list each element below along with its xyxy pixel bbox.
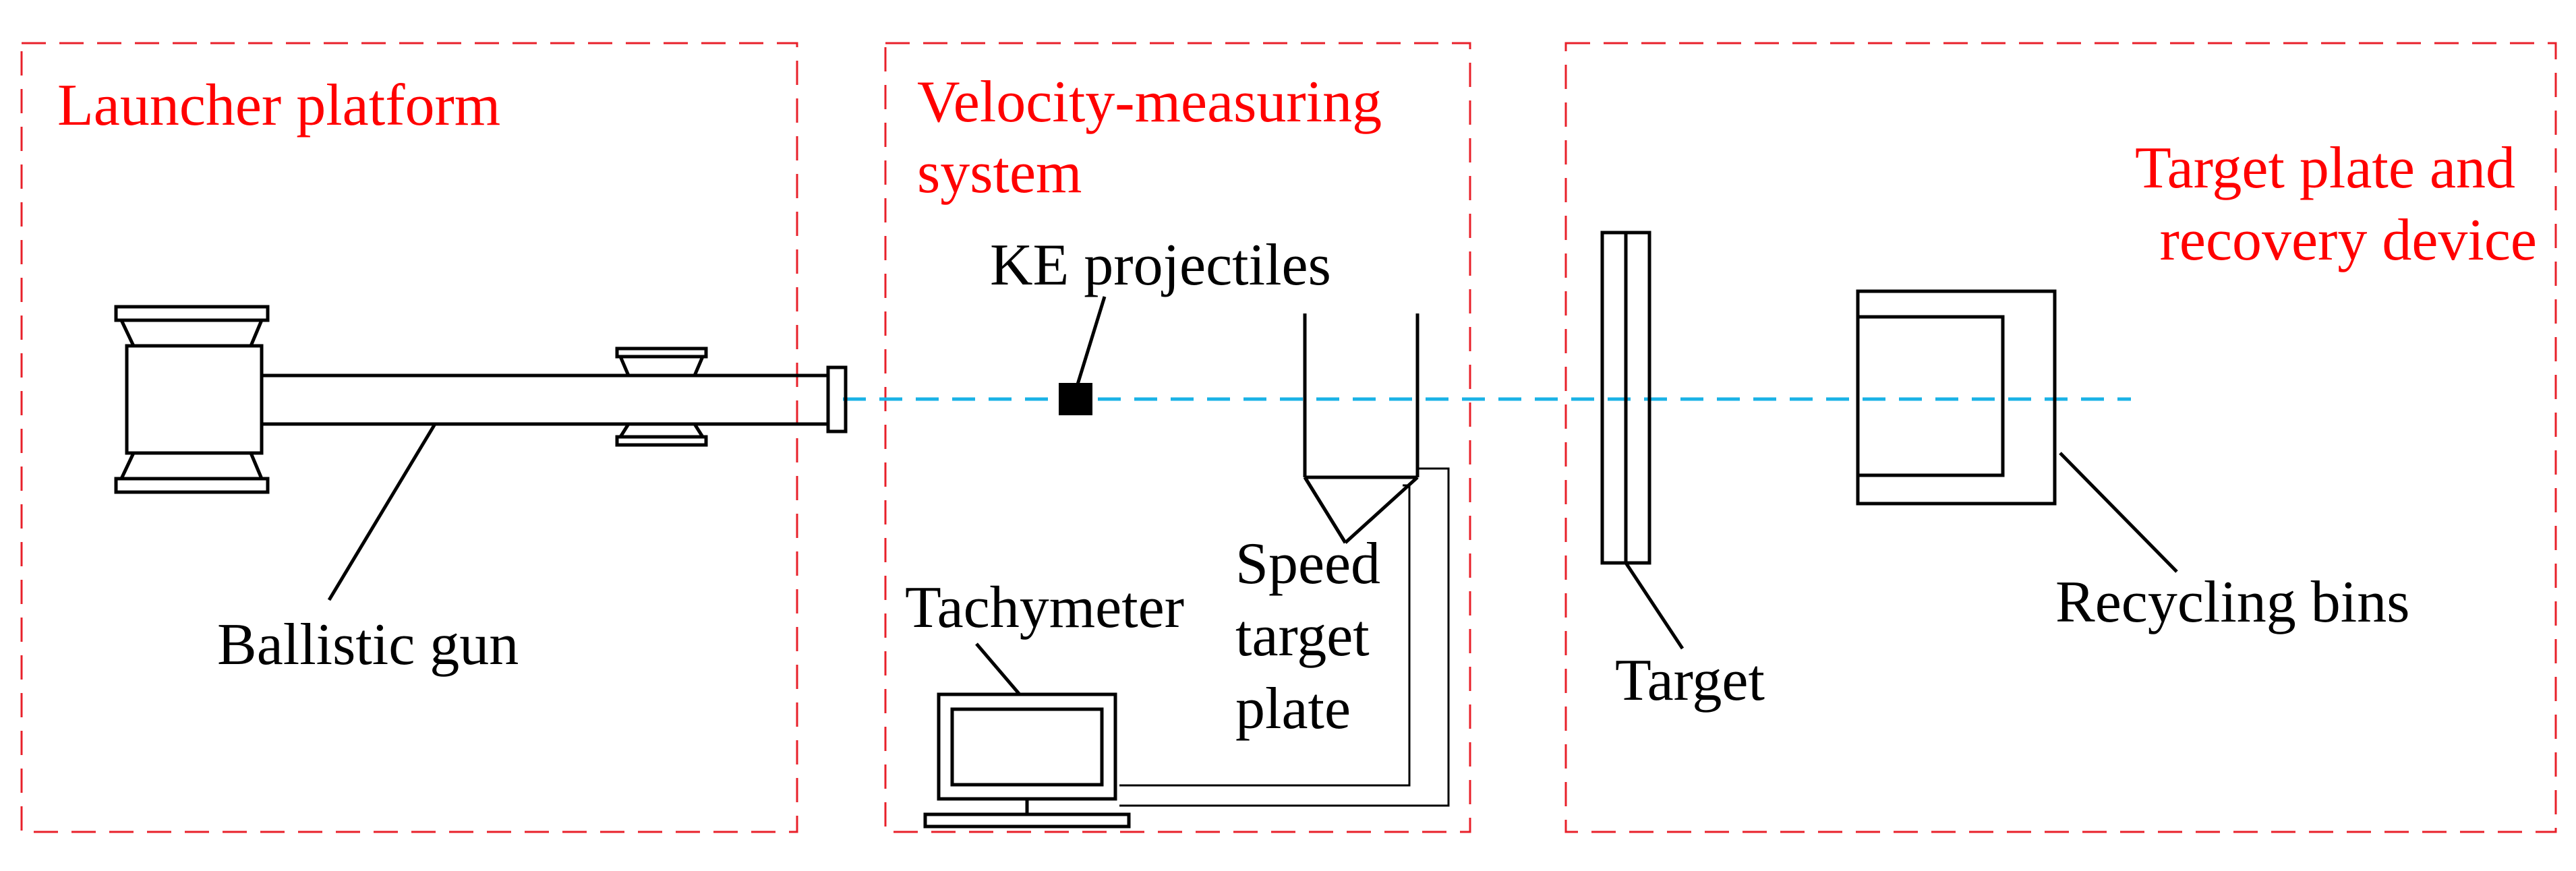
gun-breech-block <box>125 344 264 455</box>
tachymeter-label: Tachymeter <box>905 575 1184 640</box>
target-recovery-label: Target plate and recovery device <box>2135 136 2537 273</box>
gun-rear-flange-top <box>114 305 270 322</box>
signal-wire-outer <box>1119 467 1450 807</box>
recycling-bin-inner <box>1858 315 2005 477</box>
recycling-bins-label: Recycling bins <box>2055 570 2409 635</box>
gun-front-mount-bottom <box>617 422 706 439</box>
gun-rear-mount-top <box>119 318 264 348</box>
speed-target-plate-label-line2: target <box>1235 603 1370 669</box>
launcher-platform-box <box>20 42 798 833</box>
speed-target-plate-label: Speed target plate <box>1235 531 1395 742</box>
gun-barrel <box>260 373 830 426</box>
ke-projectile <box>1059 383 1092 415</box>
target-label: Target <box>1615 648 1765 713</box>
tachymeter-base <box>923 812 1131 829</box>
speed-plate-trigger <box>1303 475 1419 544</box>
target-recovery-box <box>1564 42 2557 833</box>
target-recovery-label-line2: recovery device <box>2160 208 2537 273</box>
recycling-bins-leader-line <box>2059 452 2178 573</box>
tachymeter-leader-line <box>975 642 1021 696</box>
target-leader-line <box>1624 562 1685 650</box>
ke-projectiles-label: KE projectiles <box>990 233 1331 298</box>
gun-front-flange-bottom <box>615 435 708 447</box>
tachymeter-screen <box>950 707 1104 787</box>
velocity-measuring-box <box>884 42 1471 833</box>
gun-rear-mount-bottom <box>119 451 264 481</box>
ballistic-gun <box>114 305 848 494</box>
velocity-label-line1: Velocity-measuring <box>917 69 1382 135</box>
velocity-label-line2: system <box>917 140 1082 206</box>
speed-target-plate-label-line3: plate <box>1235 676 1351 742</box>
gun-front-mount-top <box>618 355 705 378</box>
target-recovery-label-line1: Target plate and <box>2135 136 2515 201</box>
velocity-measuring-label: Velocity-measuring system <box>917 69 1397 206</box>
speed-target-plate-label-line1: Speed <box>1235 531 1380 597</box>
signal-wire-inner <box>1119 484 1411 787</box>
recycling-bin-outer <box>1856 289 2057 506</box>
tachymeter <box>923 692 1131 829</box>
launcher-platform-label: Launcher platform <box>57 73 500 138</box>
gun-muzzle <box>826 365 848 433</box>
ke-projectiles-leader-line <box>1076 296 1107 385</box>
ballistic-gun-leader-line <box>327 423 437 601</box>
speed-target-plate <box>1303 313 1419 544</box>
recycling-bin <box>1856 289 2057 506</box>
gun-rear-flange-bottom <box>114 477 270 494</box>
ballistic-gun-label: Ballistic gun <box>217 612 519 678</box>
